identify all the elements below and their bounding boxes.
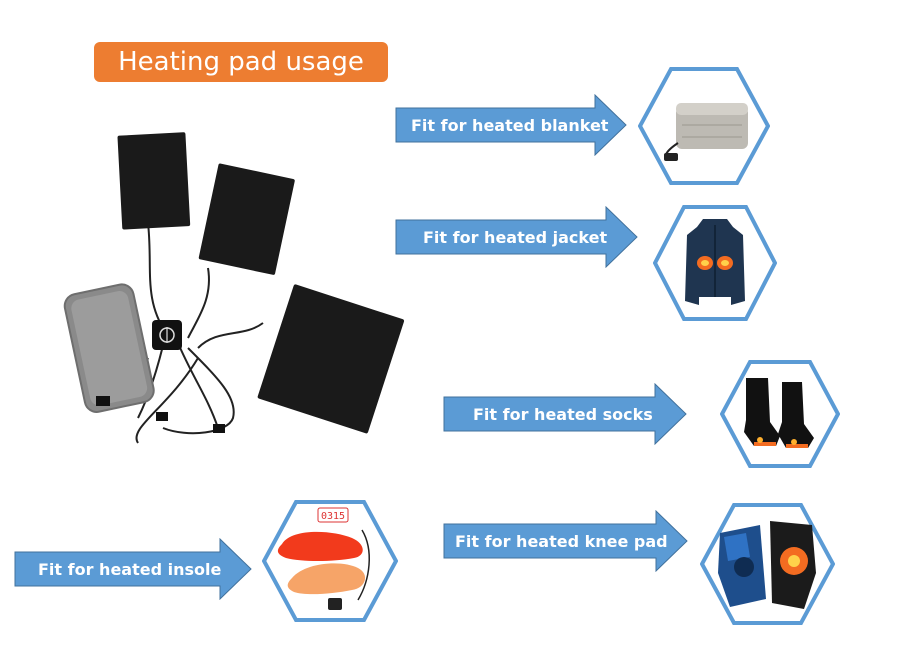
arrow-heated-knee-pad: Fit for heated knee pad	[443, 510, 688, 572]
arrow-heated-insole: Fit for heated insole	[14, 538, 252, 600]
arrow-label: Fit for heated insole	[38, 559, 222, 579]
arrow-label: Fit for heated blanket	[411, 115, 609, 135]
arrow-label: Fit for heated knee pad	[455, 531, 668, 551]
heated-knee-pad-icon	[700, 503, 835, 625]
arrow-heated-socks: Fit for heated socks	[443, 383, 687, 445]
heated-jacket-icon	[653, 205, 777, 321]
heated-blanket-icon	[638, 67, 770, 185]
page-title: Heating pad usage	[94, 42, 388, 82]
arrow-heated-blanket: Fit for heated blanket	[395, 94, 627, 156]
arrow-label: Fit for heated jacket	[423, 227, 608, 247]
heated-insole-icon: 0315	[262, 500, 398, 622]
insole-controller-readout: 0315	[321, 511, 345, 522]
arrow-label: Fit for heated socks	[473, 404, 653, 424]
heated-socks-icon	[720, 360, 840, 468]
arrow-heated-jacket: Fit for heated jacket	[395, 206, 638, 268]
heating-pad-kit-icon	[48, 128, 428, 478]
